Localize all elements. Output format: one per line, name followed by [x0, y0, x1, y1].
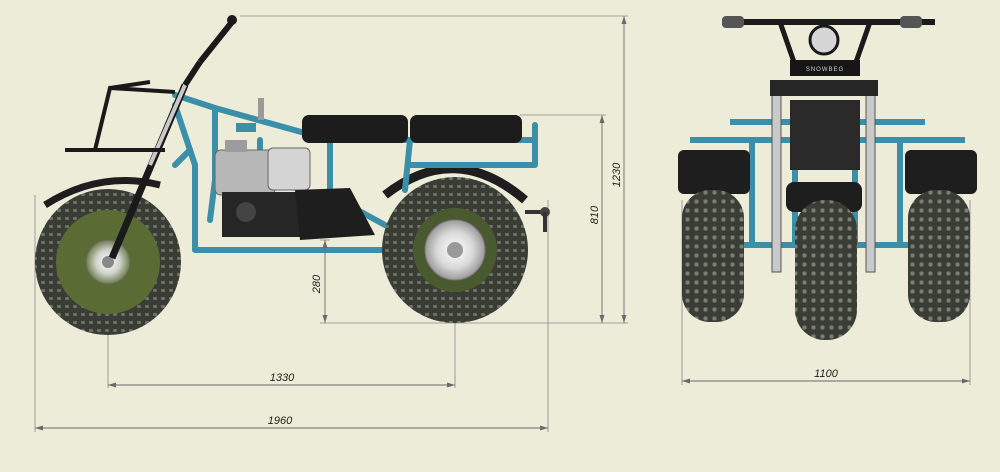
front-view-fork: [770, 80, 878, 273]
front-view-badge: SNOWBEG: [806, 67, 844, 73]
dim-overall-width: 1100: [814, 368, 839, 380]
front-fork: [108, 15, 237, 260]
front-view: SNOWBEG 1100: [678, 16, 977, 385]
dim-overall-length: 1960: [268, 415, 293, 427]
engine: [214, 98, 375, 240]
right-rear-wheel: [908, 190, 970, 322]
rear-wheel: [382, 177, 528, 323]
center-fender: [786, 182, 862, 212]
side-view: 1960 1330 1230 810 280: [34, 15, 628, 432]
right-fender: [905, 150, 977, 194]
front-wheel: [35, 189, 181, 335]
dimension-lines: [35, 16, 625, 429]
left-fender: [678, 150, 750, 194]
tow-hitch: [525, 207, 550, 232]
left-rear-wheel: [682, 190, 744, 322]
handlebar: [722, 16, 935, 76]
front-wheel-front-view: [795, 200, 857, 340]
dim-wheelbase: 1330: [270, 372, 295, 384]
dim-overall-height: 1230: [611, 162, 623, 187]
front-seat: [302, 115, 408, 143]
rear-fender: [382, 164, 528, 204]
dimension-arrows: [35, 16, 627, 431]
rear-seat: [410, 115, 522, 143]
front-rack: [65, 80, 176, 152]
dim-ground-clearance: 280: [311, 274, 323, 294]
dim-seat-height: 810: [589, 205, 601, 224]
